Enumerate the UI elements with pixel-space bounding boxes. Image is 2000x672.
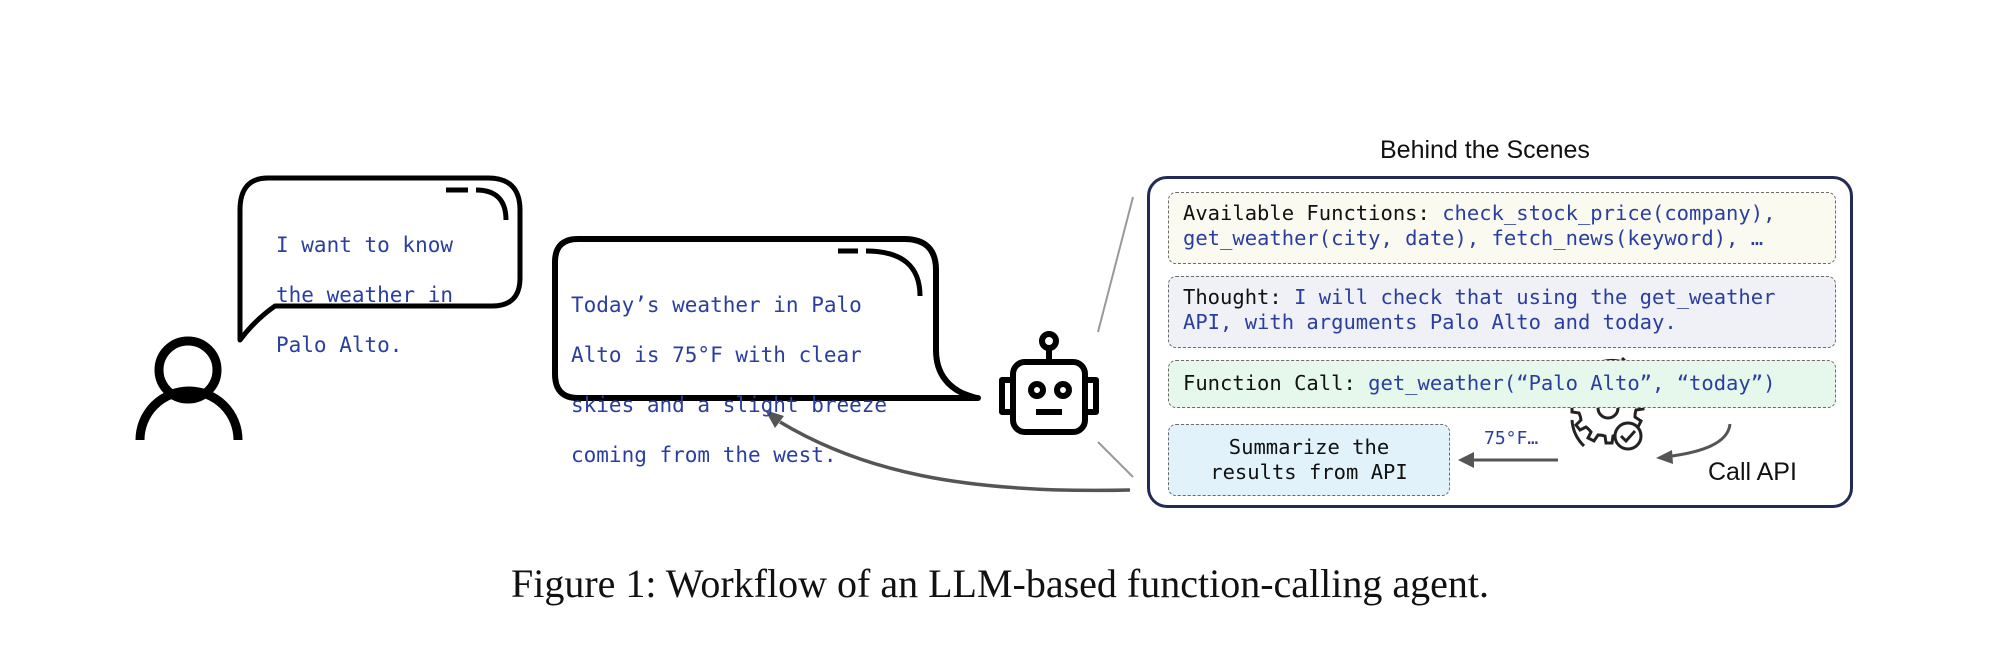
- user-message-line: I want to know: [276, 233, 454, 257]
- agent-response: Today’s weather in Palo Alto is 75°F wit…: [571, 268, 887, 493]
- user-message-line: Palo Alto.: [276, 333, 403, 357]
- available-functions-row: Available Functions: check_stock_price(c…: [1168, 192, 1836, 264]
- return-arrowhead: [765, 410, 784, 428]
- panel-title: Behind the Scenes: [1380, 136, 1590, 164]
- user-message-line: the weather in: [276, 283, 454, 307]
- thought-row: Thought: I will check that using the get…: [1168, 276, 1836, 348]
- figure-caption: Figure 1: Workflow of an LLM-based funct…: [510, 561, 1489, 606]
- available-functions-value: get_weather(city, date), fetch_news(keyw…: [1183, 226, 1764, 250]
- behind-the-scenes-panel: [1147, 176, 1853, 508]
- user-speech-bubble: [237, 175, 523, 343]
- available-functions-value: check_stock_price(company),: [1442, 201, 1776, 225]
- agent-response-line: Alto is 75°F with clear: [571, 343, 862, 367]
- thought-label: Thought:: [1183, 285, 1282, 309]
- return-arrow: [779, 420, 1131, 493]
- user-message: I want to know the weather in Palo Alto.: [276, 208, 453, 383]
- function-call-value: get_weather(“Palo Alto”, “today”): [1368, 371, 1776, 395]
- thought-value: API, with arguments Palo Alto and today.: [1183, 310, 1677, 334]
- agent-speech-bubble: [552, 236, 981, 401]
- thought-value: I will check that using the get_weather: [1294, 285, 1776, 309]
- available-functions-label: Available Functions:: [1183, 201, 1430, 225]
- agent-response-line: Today’s weather in Palo: [571, 293, 862, 317]
- zoom-line-bottom: [1097, 441, 1134, 478]
- zoom-line-top: [1097, 196, 1134, 333]
- function-call-label: Function Call:: [1183, 371, 1356, 395]
- robot-icon: [999, 331, 1099, 435]
- summary-line: Summarize the: [1228, 435, 1390, 459]
- summary-line: results from API: [1210, 460, 1408, 484]
- agent-response-line: skies and a slight breeze: [571, 393, 888, 417]
- agent-response-line: coming from the west.: [571, 443, 837, 467]
- call-api-arrow: [1671, 423, 1732, 458]
- result-arrowhead: [1458, 452, 1474, 468]
- call-api-arrowhead: [1656, 450, 1673, 464]
- call-api-label: Call API: [1708, 458, 1797, 486]
- person-icon: [135, 336, 243, 441]
- api-result-label: 75°F…: [1484, 428, 1539, 449]
- summarize-results-box: Summarize the results from API: [1168, 424, 1450, 496]
- function-call-row: Function Call: get_weather(“Palo Alto”, …: [1168, 360, 1836, 408]
